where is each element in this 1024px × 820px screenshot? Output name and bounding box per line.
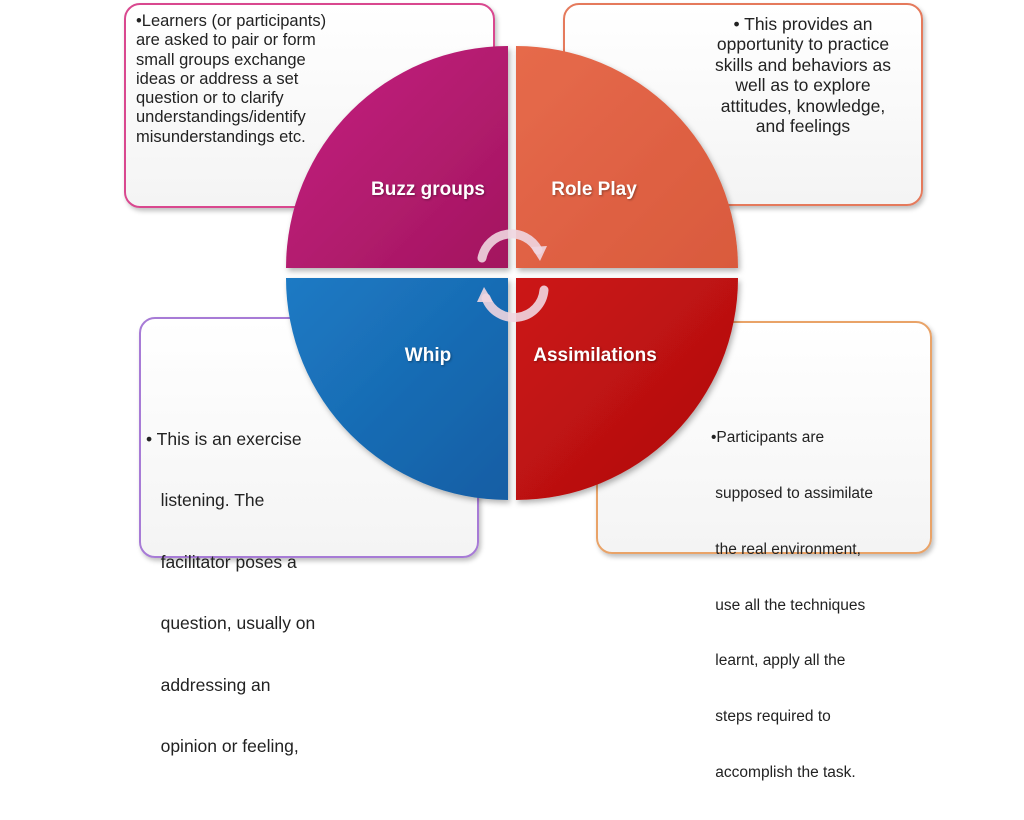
description-line: the real environment, [711, 540, 861, 558]
assimilations-label: Assimilations [533, 345, 657, 366]
description-line: attitudes, knowledge, [720, 95, 886, 116]
buzz-groups-label: Buzz groups [371, 179, 485, 200]
whip-label: Whip [404, 345, 452, 366]
role-play-description: • This provides an opportunity to practi… [687, 14, 919, 137]
description-line: •Learners (or participants) [136, 12, 327, 30]
cycle-arrows-icon [477, 229, 549, 322]
description-line: misunderstandings etc. [136, 127, 306, 146]
description-line: and feelings [755, 116, 851, 137]
description-line: accomplish the task. [711, 763, 856, 781]
description-line: opinion or feeling, [146, 735, 299, 756]
description-line: question, usually on [146, 613, 316, 634]
description-line: listening. The [146, 490, 265, 511]
buzz-groups-quadrant [286, 46, 508, 268]
whip-quadrant [286, 278, 508, 500]
buzz-groups-description: •Learners (or participants) are asked to… [136, 12, 376, 147]
role-play-label: Role Play [551, 179, 637, 200]
description-line: •Participants are [711, 429, 825, 447]
description-line: opportunity to practice [716, 34, 890, 55]
description-line: • This provides an [733, 14, 873, 34]
description-line: addressing an [146, 674, 271, 695]
description-line: understandings/identify [136, 108, 306, 127]
description-line: well as to explore [735, 75, 871, 96]
assimilations-quadrant [516, 278, 738, 500]
role-play-quadrant [516, 46, 738, 268]
description-line: skills and behaviors as [714, 54, 892, 75]
description-line: steps required to [711, 708, 831, 726]
description-line: question or to clarify [136, 89, 284, 108]
methods-wheel [286, 46, 738, 500]
description-line: ideas or address a set [136, 69, 299, 88]
description-line: learnt, apply all the [711, 652, 846, 670]
description-line: use all the techniques [711, 596, 866, 614]
description-line: are asked to pair or form [136, 31, 316, 50]
description-line: • This is an exercise [146, 428, 302, 449]
description-line: supposed to assimilate [711, 484, 873, 502]
description-line: small groups exchange [136, 50, 306, 69]
